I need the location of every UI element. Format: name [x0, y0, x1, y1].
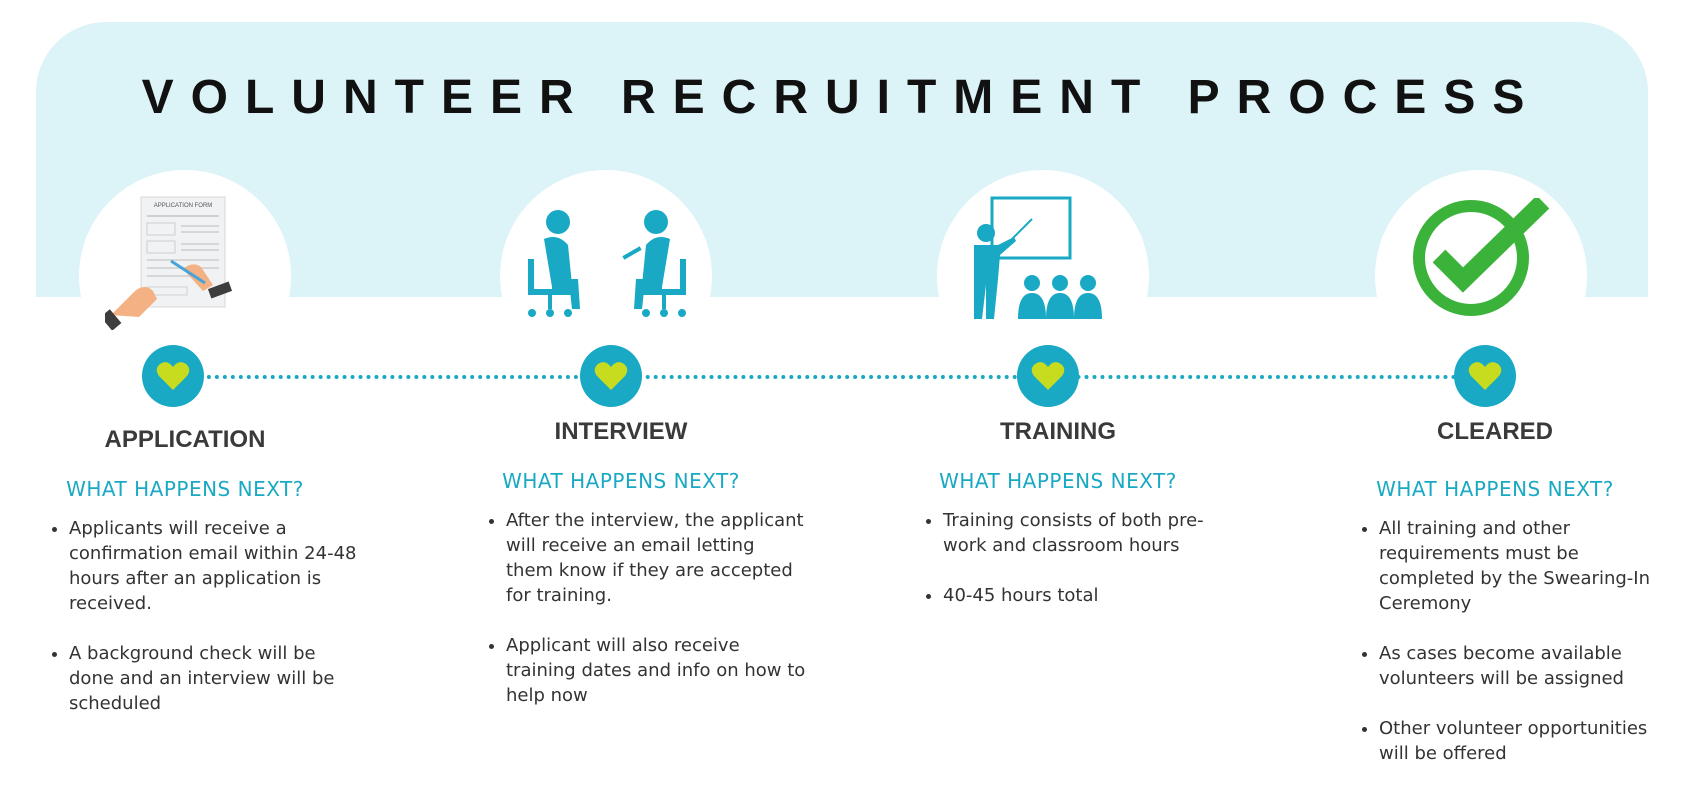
checkmark-icon [1413, 198, 1550, 316]
list-item: All training and other requirements must… [1379, 516, 1679, 616]
interview-icon [528, 210, 686, 317]
subheading-application: WHAT HAPPENS NEXT? [66, 477, 304, 501]
timeline-node-cleared [1454, 345, 1516, 407]
subheading-interview: WHAT HAPPENS NEXT? [502, 469, 740, 493]
timeline-node-application [142, 345, 204, 407]
list-item: Other volunteer opportunities will be of… [1379, 716, 1679, 766]
page-title: VOLUNTEER RECRUITMENT PROCESS [141, 71, 1542, 124]
heart-icon [1031, 362, 1065, 390]
timeline-node-interview [580, 345, 642, 407]
list-item: A background check will be done and an i… [69, 641, 359, 716]
step-label-cleared: CLEARED [1436, 418, 1553, 445]
bullet-list-training: Training consists of both pre-work and c… [923, 508, 1233, 608]
list-item: Applicant will also receive training dat… [506, 633, 806, 708]
bullet-list-application: Applicants will receive a confirmation e… [49, 516, 359, 716]
step-label-application: APPLICATION [104, 426, 266, 453]
subheading-cleared: WHAT HAPPENS NEXT? [1376, 477, 1614, 501]
heart-icon [1468, 362, 1502, 390]
step-label-interview: INTERVIEW [554, 418, 688, 445]
subheading-training: WHAT HAPPENS NEXT? [939, 469, 1177, 493]
application-form-icon: APPLICATION FORM [105, 196, 233, 330]
list-item: Training consists of both pre-work and c… [943, 508, 1233, 558]
form-title: APPLICATION FORM [154, 203, 213, 209]
timeline-connector [175, 375, 1505, 379]
training-presentation-icon [974, 196, 1102, 319]
step-label-training: TRAINING [1000, 418, 1116, 445]
timeline-node-training [1017, 345, 1079, 407]
list-item: After the interview, the applicant will … [506, 508, 806, 608]
list-item: Applicants will receive a confirmation e… [69, 516, 359, 616]
bullet-list-interview: After the interview, the applicant will … [486, 508, 806, 708]
heart-icon [594, 362, 628, 390]
list-item: As cases become available volunteers wil… [1379, 641, 1679, 691]
bullet-list-cleared: All training and other requirements must… [1359, 516, 1679, 766]
list-item: 40-45 hours total [943, 583, 1233, 608]
heart-icon [156, 362, 190, 390]
